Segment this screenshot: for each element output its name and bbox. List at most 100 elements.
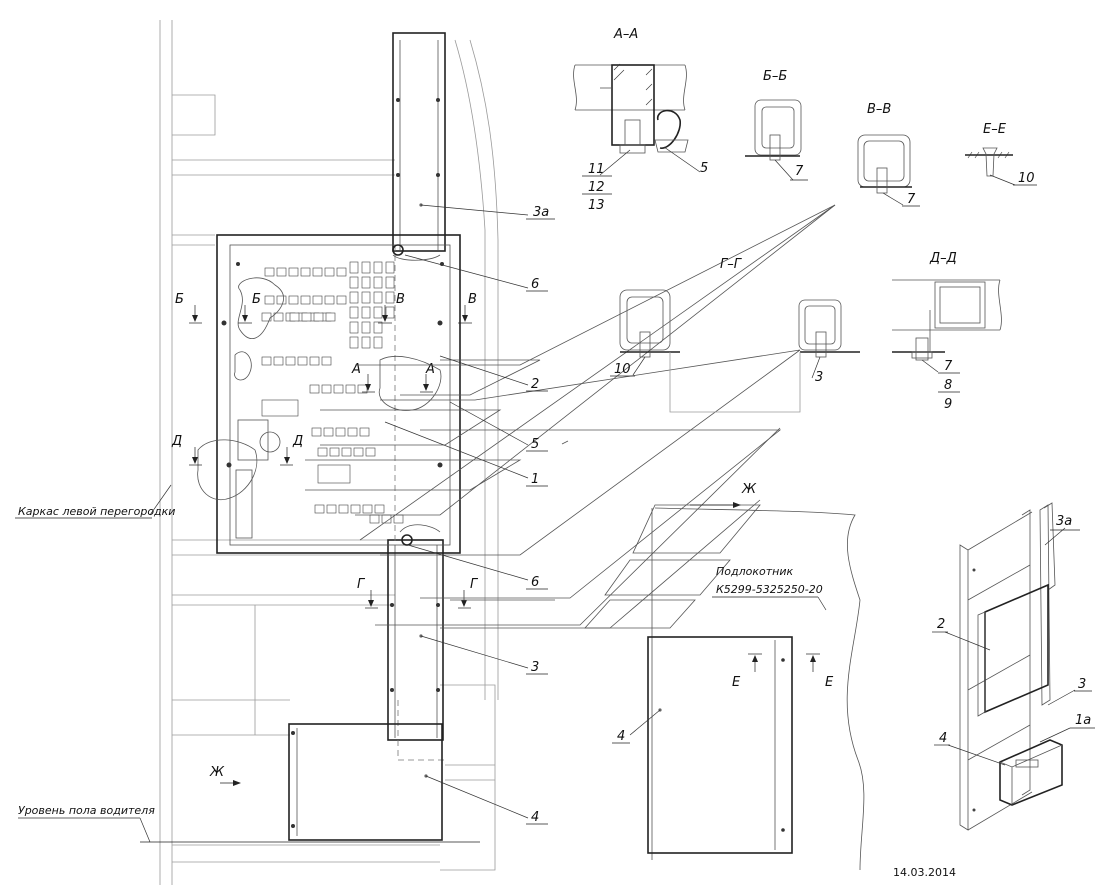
section-mark-v-left: В: [396, 292, 405, 307]
pos-7-bb: 7: [795, 164, 804, 179]
section-e-e: Е–Е 10: [965, 122, 1037, 186]
fuse: [321, 384, 332, 394]
fuse: [335, 427, 346, 437]
fuse: [362, 504, 373, 514]
section-cuts: Б Б В В А А Д Д Г: [171, 292, 479, 786]
section-g-g: Г–Г 10 3: [610, 257, 860, 413]
section-title-aa: А–А: [613, 27, 638, 42]
fuse: [373, 276, 383, 289]
fuse: [374, 504, 385, 514]
fuse: [314, 504, 325, 514]
pos-10-gg: 10: [614, 362, 631, 377]
left-frame-label: Каркас левой перегородки: [18, 505, 175, 518]
fuse: [385, 261, 395, 274]
fuse: [326, 504, 337, 514]
pos-13: 13: [588, 198, 605, 213]
fuse: [393, 514, 404, 524]
pos-12: 12: [588, 180, 605, 195]
fuse: [309, 384, 320, 394]
section-mark-e-left: Е: [732, 675, 741, 690]
section-a-a: А–А 11 12 13 5: [573, 27, 708, 213]
fuse: [359, 427, 370, 437]
fuse: [373, 321, 383, 334]
fuse: [341, 447, 352, 457]
section-mark-v-right: В: [468, 292, 477, 307]
fuse: [300, 295, 311, 305]
fuse: [313, 312, 324, 322]
section-title-ee: Е–Е: [983, 122, 1007, 137]
fuse: [361, 261, 371, 274]
fuse: [349, 336, 359, 349]
pos-4-armrest: 4: [617, 729, 625, 744]
box-4-left: [288, 723, 443, 841]
pos-2: 2: [531, 377, 539, 392]
fuse: [349, 306, 359, 319]
section-mark-zh-left: Ж: [209, 765, 225, 780]
pos-7-vv: 7: [907, 192, 916, 207]
pos-2-iso: 2: [937, 617, 945, 632]
fuse: [312, 295, 323, 305]
fuse: [338, 504, 349, 514]
section-title-vv: В–В: [867, 102, 891, 117]
fuse: [336, 267, 347, 277]
fuse: [264, 295, 275, 305]
section-v-v: В–В 7: [857, 102, 920, 207]
fuse: [349, 291, 359, 304]
fuse: [324, 267, 335, 277]
fuse: [301, 312, 312, 322]
pos-1: 1: [531, 472, 539, 487]
fuse: [345, 384, 356, 394]
fuse: [323, 427, 334, 437]
fuse: [325, 312, 336, 322]
fuse: [361, 306, 371, 319]
fuse: [297, 356, 308, 366]
section-b-b: Б–Б 7: [745, 69, 808, 181]
section-mark-b-left: Б: [175, 292, 184, 307]
fuse: [385, 291, 395, 304]
pos-3-iso: 3: [1078, 677, 1086, 692]
clip-6-bottom: [399, 524, 441, 546]
pos-3a-iso: 3а: [1056, 514, 1072, 529]
exploded-parts: [305, 204, 836, 629]
pos-6-top: 6: [531, 277, 539, 292]
fuse: [309, 356, 320, 366]
pos-5: 5: [531, 437, 539, 452]
fuse: [365, 447, 376, 457]
section-d-d: Д–Д 7 8 9: [892, 251, 1002, 412]
armrest-code: К5299-5325250-20: [716, 583, 823, 596]
fuse: [373, 261, 383, 274]
post-3: [387, 539, 445, 761]
isometric-view: 3а 2 3 1а 4: [932, 502, 1095, 831]
fuse: [361, 321, 371, 334]
drawing-date: 14.03.2014: [893, 866, 956, 879]
section-mark-d-left: Д: [171, 434, 182, 449]
fuse: [288, 295, 299, 305]
fuse: [385, 276, 395, 289]
section-mark-b-right: Б: [252, 292, 261, 307]
pos-3: 3: [531, 660, 539, 675]
section-mark-g-left: Г: [357, 577, 366, 592]
fuse: [336, 295, 347, 305]
fuse: [353, 447, 364, 457]
fuse: [311, 427, 322, 437]
pos-10-ee: 10: [1018, 171, 1035, 186]
pos-4: 4: [531, 810, 539, 825]
pos-8-dd: 8: [944, 378, 952, 393]
fuse: [261, 356, 272, 366]
pos-3-gg: 3: [815, 370, 823, 385]
left-partition-frame: [159, 20, 499, 885]
fuse: [369, 514, 380, 524]
fuse: [317, 447, 328, 457]
fuse: [261, 399, 299, 417]
section-mark-g-right: Г: [470, 577, 479, 592]
fuse: [289, 312, 300, 322]
fuse: [349, 276, 359, 289]
section-mark-e-right: Е: [825, 675, 834, 690]
section-title-gg: Г–Г: [720, 257, 743, 272]
section-mark-d-right: Д: [292, 434, 303, 449]
fuse: [321, 356, 332, 366]
fuse: [312, 267, 323, 277]
fuse: [300, 267, 311, 277]
pos-4-iso: 4: [939, 731, 947, 746]
electrical-panel: [197, 234, 461, 554]
